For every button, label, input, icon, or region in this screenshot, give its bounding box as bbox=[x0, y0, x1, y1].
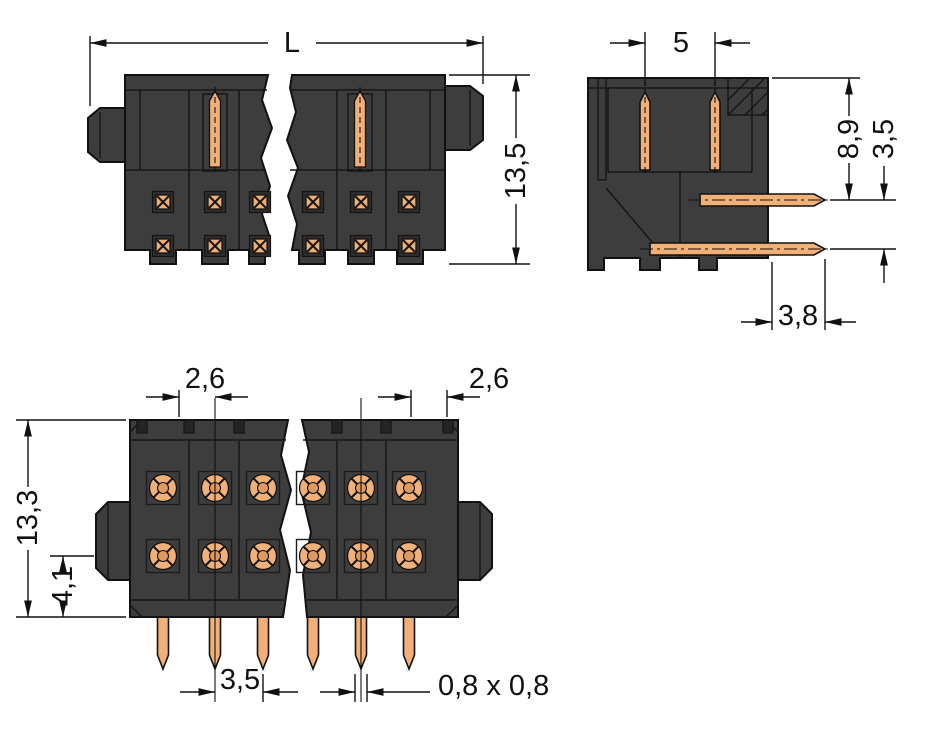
dimension-front-length: L bbox=[89, 27, 484, 106]
male-pin-vertical bbox=[639, 86, 651, 176]
latch-notch bbox=[136, 419, 148, 434]
dim-label-pitch: 5 bbox=[673, 27, 689, 59]
dim-label-pin-cross-section: 0,8 x 0,8 bbox=[438, 670, 549, 702]
dim-label-offset-right: 2,6 bbox=[469, 363, 509, 395]
dim-label-offset-left: 2,6 bbox=[185, 363, 225, 395]
latch-notch bbox=[233, 419, 245, 434]
side-view: 5 8,9 3,5 3,8 bbox=[587, 27, 900, 332]
square-contact bbox=[301, 234, 325, 258]
dim-label-bottom-height: 13,3 bbox=[12, 490, 44, 546]
dimension-bottom-offset-right: 2,6 bbox=[378, 363, 509, 417]
solder-pin bbox=[256, 616, 270, 670]
housing-left-section bbox=[129, 419, 293, 618]
square-contact bbox=[248, 190, 272, 214]
square-contact bbox=[397, 190, 421, 214]
housing-side bbox=[587, 77, 769, 271]
solder-pin bbox=[402, 616, 416, 670]
latch-notch bbox=[442, 419, 454, 434]
dim-label-protrusion: 3,8 bbox=[778, 300, 818, 332]
square-contact bbox=[397, 234, 421, 258]
square-contact bbox=[151, 190, 175, 214]
section-hatching bbox=[727, 77, 769, 116]
dimension-bottom-pin-pitch: 3,5 bbox=[180, 664, 298, 702]
dimension-bottom-offset-left: 2,6 bbox=[146, 363, 248, 417]
housing-right-section bbox=[299, 419, 459, 618]
dim-label-height: 13,5 bbox=[500, 143, 532, 199]
square-contact bbox=[301, 190, 325, 214]
square-contact bbox=[151, 234, 175, 258]
square-contact bbox=[349, 190, 373, 214]
dimension-side-row-spacing: 3,5 bbox=[830, 119, 900, 283]
mounting-tab-right bbox=[456, 501, 493, 581]
housing-detail-lines bbox=[125, 89, 445, 250]
solder-pin bbox=[156, 616, 170, 670]
dim-label-row-to-edge: 4,1 bbox=[47, 566, 79, 606]
square-contact bbox=[248, 234, 272, 258]
solder-pin bbox=[306, 616, 320, 670]
slot-contact-pin bbox=[353, 86, 367, 173]
dimension-bottom-row-to-edge: 4,1 bbox=[47, 555, 94, 617]
mounting-tab-left bbox=[87, 107, 127, 163]
square-contact bbox=[203, 234, 227, 258]
male-pin-vertical bbox=[709, 86, 721, 176]
dimension-side-height: 8,9 bbox=[772, 77, 896, 201]
mounting-tab-right bbox=[443, 85, 484, 151]
latch-notch bbox=[380, 419, 392, 434]
front-view: L 13,5 bbox=[87, 27, 532, 265]
housing-side-details bbox=[588, 78, 768, 258]
dimension-side-protrusion: 3,8 bbox=[741, 259, 856, 332]
dim-label-row-spacing: 3,5 bbox=[868, 119, 900, 159]
square-contact bbox=[203, 190, 227, 214]
dimension-side-pitch: 5 bbox=[610, 27, 750, 86]
mounting-tab-left bbox=[95, 501, 132, 581]
latch-notch bbox=[331, 419, 343, 434]
dimension-bottom-height: 13,3 bbox=[12, 419, 126, 618]
slot-contact-pin bbox=[208, 86, 222, 173]
dimension-bottom-pin-cross-section: 0,8 x 0,8 bbox=[320, 670, 549, 702]
dim-label-body-to-pin: 8,9 bbox=[833, 119, 865, 159]
dimension-front-height: 13,5 bbox=[449, 74, 532, 265]
bottom-view: 2,6 2,6 13,3 4,1 3,5 bbox=[12, 363, 549, 702]
dim-label-pin-pitch: 3,5 bbox=[220, 664, 260, 696]
dim-label-length: L bbox=[284, 27, 300, 59]
latch-notch bbox=[183, 419, 195, 434]
square-contact bbox=[349, 234, 373, 258]
